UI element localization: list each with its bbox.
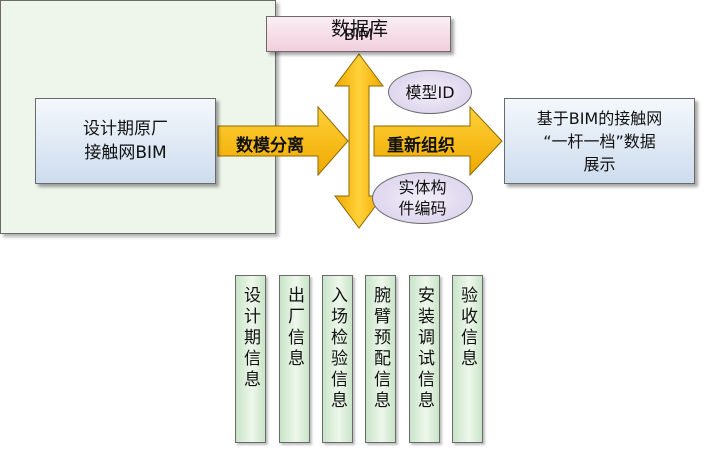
database-title: 数据库 <box>330 18 388 40</box>
entity-code-ellipse: 实体构 件编码 <box>372 172 473 224</box>
entity-code-line-2: 件编码 <box>398 199 447 218</box>
entity-code-line-1: 实体构 <box>398 178 447 197</box>
db-column-design: 设计期信息 <box>235 275 266 443</box>
display-line-1: 基于BIM的接触网 <box>536 108 663 128</box>
source-bim-box: 设计期原厂 接触网BIM <box>35 98 216 184</box>
source-line-2: 接触网BIM <box>84 143 167 163</box>
source-line-1: 设计期原厂 <box>83 119 168 139</box>
db-column-installation: 安装调试信息 <box>409 275 440 443</box>
db-column-label: 出厂信息 <box>284 286 304 370</box>
db-column-factory: 出厂信息 <box>279 275 310 443</box>
split-arrow-label: 数模分离 <box>236 136 304 156</box>
display-line-3: 展示 <box>583 154 616 174</box>
vertical-double-arrow <box>334 53 384 229</box>
reorganize-arrow-label: 重新组织 <box>387 136 455 156</box>
split-arrow <box>217 105 349 177</box>
display-box: 基于BIM的接触网 “一杆一档”数据 展示 <box>504 98 695 184</box>
display-line-2: “一杆一档”数据 <box>543 131 656 151</box>
db-column-label: 设计期信息 <box>240 286 260 391</box>
db-column-label: 安装调试信息 <box>414 286 434 412</box>
db-column-label: 腕臂预配信息 <box>370 286 390 412</box>
model-id-label: 模型ID <box>405 82 455 102</box>
db-column-label: 验收信息 <box>457 286 477 370</box>
db-column-preassembly: 腕臂预配信息 <box>365 275 396 443</box>
db-column-acceptance: 验收信息 <box>452 275 483 443</box>
bim-box-label: BIM <box>343 24 374 44</box>
db-column-label: 入场检验信息 <box>327 286 347 412</box>
bim-box: BIM <box>266 16 451 52</box>
reorganize-arrow <box>373 105 503 177</box>
model-id-ellipse: 模型ID <box>388 70 472 114</box>
db-column-inspection: 入场检验信息 <box>322 275 353 443</box>
